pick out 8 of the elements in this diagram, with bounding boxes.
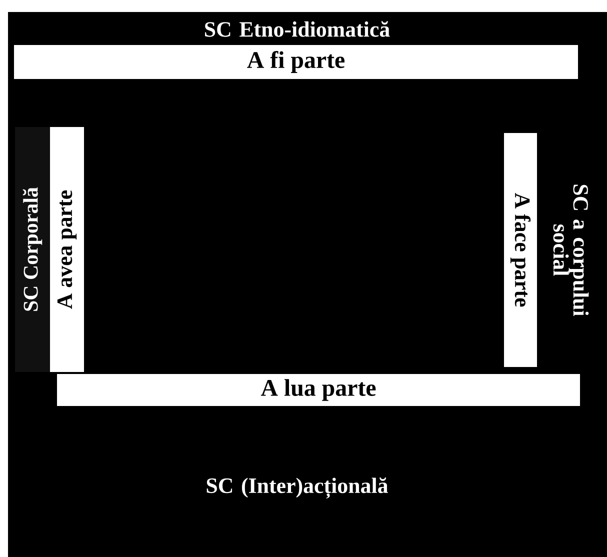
bar: A lua parte — [57, 374, 580, 406]
node-label: SC (Inter)acțională — [206, 477, 388, 498]
bar: A fi parte — [14, 45, 578, 79]
node-label: SC Etno-idiomatică — [205, 21, 390, 37]
node-label: SC a corpului social — [553, 184, 589, 316]
side-panel: SC Corporală — [15, 127, 50, 372]
bar: A avea parte — [50, 127, 84, 372]
bar: A face parte — [504, 133, 537, 367]
